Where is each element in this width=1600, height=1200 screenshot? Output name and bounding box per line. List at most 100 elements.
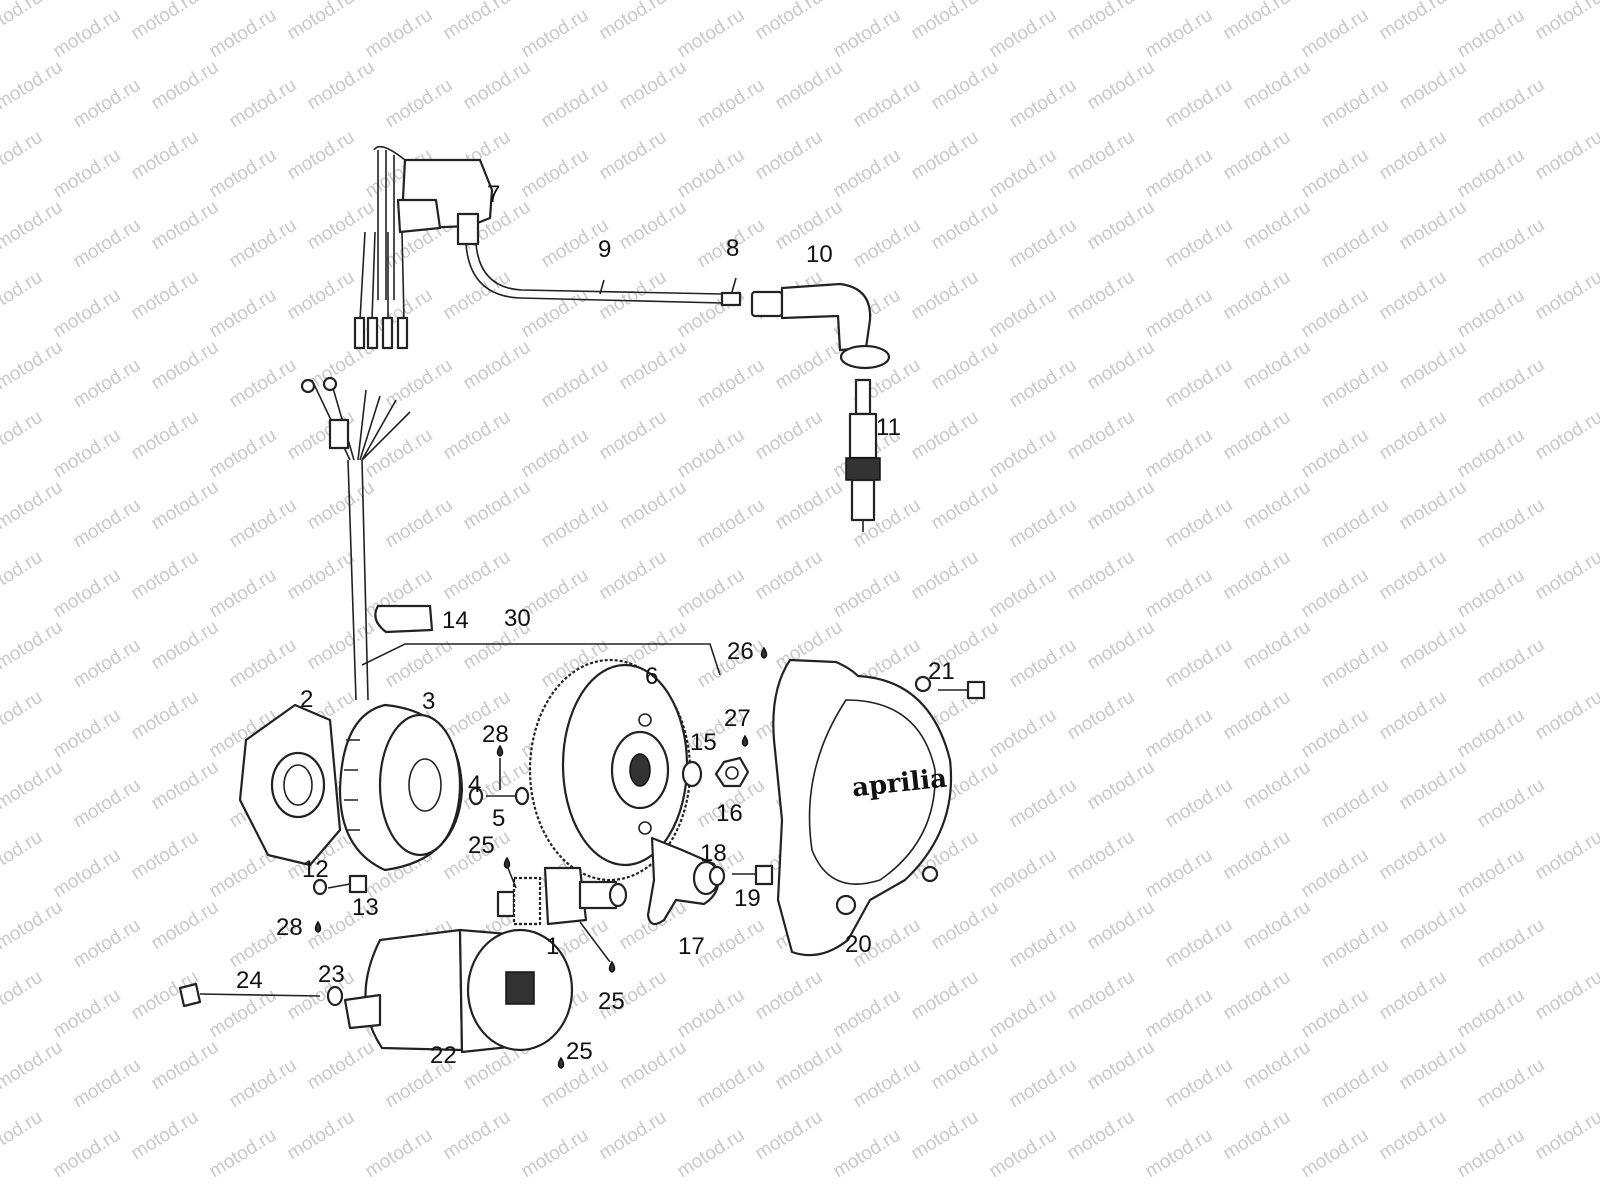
- bolt-21: [938, 680, 986, 700]
- watermark-tile: motod.ru: [1240, 337, 1315, 395]
- callout-26: 26: [727, 638, 754, 665]
- watermark-tile: motod.ru: [752, 1107, 827, 1165]
- watermark-tile: motod.ru: [0, 617, 66, 675]
- watermark-tile: motod.ru: [1474, 635, 1549, 693]
- watermark-tile: motod.ru: [1064, 827, 1139, 885]
- watermark-tile: motod.ru: [1396, 197, 1471, 255]
- watermark-tile: motod.ru: [148, 1037, 223, 1095]
- callout-6: 6: [645, 663, 658, 690]
- callout-13: 13: [352, 894, 379, 921]
- watermark-tile: motod.ru: [0, 1107, 46, 1165]
- watermark-tile: motod.ru: [284, 1107, 359, 1165]
- drop-25-top: [503, 856, 511, 869]
- watermark-tile: motod.ru: [830, 1125, 905, 1183]
- callout-20: 20: [845, 931, 872, 958]
- watermark-tile: motod.ru: [1240, 57, 1315, 115]
- watermark-tile: motod.ru: [440, 547, 515, 605]
- watermark-tile: motod.ru: [928, 337, 1003, 395]
- watermark-tile: motod.ru: [694, 355, 769, 413]
- watermark-tile: motod.ru: [1006, 775, 1081, 833]
- watermark-tile: motod.ru: [1240, 197, 1315, 255]
- watermark-tile: motod.ru: [1376, 547, 1451, 605]
- watermark-tile: motod.ru: [1142, 985, 1217, 1043]
- watermark-tile: motod.ru: [1532, 127, 1600, 185]
- watermark-tile: motod.ru: [616, 57, 691, 115]
- watermark-tile: motod.ru: [1532, 967, 1600, 1025]
- watermark-tile: motod.ru: [772, 477, 847, 535]
- watermark-tile: motod.ru: [70, 1055, 145, 1113]
- watermark-tile: motod.ru: [128, 547, 203, 605]
- watermark-tile: motod.ru: [850, 215, 925, 273]
- watermark-tile: motod.ru: [1240, 897, 1315, 955]
- watermark-tile: motod.ru: [1240, 477, 1315, 535]
- watermark-tile: motod.ru: [382, 495, 457, 553]
- watermark-tile: motod.ru: [1376, 267, 1451, 325]
- watermark-tile: motod.ru: [1474, 75, 1549, 133]
- watermark-tile: motod.ru: [206, 145, 281, 203]
- watermark-tile: motod.ru: [70, 775, 145, 833]
- bolt-5: [486, 786, 530, 806]
- watermark-tile: motod.ru: [206, 285, 281, 343]
- watermark-tile: motod.ru: [538, 495, 613, 553]
- watermark-tile: motod.ru: [674, 425, 749, 483]
- watermark-tile: motod.ru: [752, 0, 827, 44]
- watermark-tile: motod.ru: [596, 547, 671, 605]
- watermark-tile: motod.ru: [1532, 407, 1600, 465]
- callout-7: 7: [487, 181, 500, 208]
- watermark-tile: motod.ru: [1220, 127, 1295, 185]
- watermark-tile: motod.ru: [284, 0, 359, 44]
- watermark-tile: motod.ru: [284, 127, 359, 185]
- watermark-tile: motod.ru: [1142, 1125, 1217, 1183]
- watermark-tile: motod.ru: [1532, 827, 1600, 885]
- watermark-tile: motod.ru: [986, 845, 1061, 903]
- watermark-tile: motod.ru: [1220, 547, 1295, 605]
- watermark-tile: motod.ru: [1162, 495, 1237, 553]
- washer-15: [681, 760, 703, 788]
- stator-harness: [300, 376, 411, 701]
- watermark-tile: motod.ru: [1454, 985, 1529, 1043]
- watermark-tile: motod.ru: [304, 1037, 379, 1095]
- watermark-tile: motod.ru: [0, 127, 46, 185]
- watermark-tile: motod.ru: [1064, 0, 1139, 44]
- watermark-tile: motod.ru: [1396, 1037, 1471, 1095]
- watermark-tile: motod.ru: [1376, 687, 1451, 745]
- watermark-tile: motod.ru: [1298, 1125, 1373, 1183]
- watermark-tile: motod.ru: [0, 407, 46, 465]
- watermark-tile: motod.ru: [830, 565, 905, 623]
- starter-drive-gear: [496, 866, 628, 926]
- ignition-coil: [353, 145, 494, 350]
- watermark-tile: motod.ru: [460, 57, 535, 115]
- watermark-tile: motod.ru: [1298, 425, 1373, 483]
- watermark-tile: motod.ru: [1298, 285, 1373, 343]
- watermark-tile: motod.ru: [1454, 5, 1529, 63]
- watermark-tile: motod.ru: [0, 57, 66, 115]
- watermark-tile: motod.ru: [596, 0, 671, 44]
- watermark-tile: motod.ru: [908, 407, 983, 465]
- drop-27: [741, 734, 749, 747]
- watermark-tile: motod.ru: [596, 1107, 671, 1165]
- watermark-tile: motod.ru: [460, 337, 535, 395]
- watermark-tile: motod.ru: [616, 1037, 691, 1095]
- watermark-tile: motod.ru: [1240, 617, 1315, 675]
- watermark-tile: motod.ru: [440, 1107, 515, 1165]
- watermark-tile: motod.ru: [1162, 775, 1237, 833]
- watermark-tile: motod.ru: [616, 197, 691, 255]
- callout-8: 8: [726, 235, 739, 262]
- watermark-tile: motod.ru: [1376, 1107, 1451, 1165]
- watermark-tile: motod.ru: [928, 477, 1003, 535]
- group-bracket-30: [361, 643, 721, 676]
- watermark-tile: motod.ru: [1396, 57, 1471, 115]
- callout-30: 30: [504, 605, 531, 632]
- watermark-tile: motod.ru: [1006, 215, 1081, 273]
- watermark-tile: motod.ru: [0, 197, 66, 255]
- watermark-tile: motod.ru: [908, 267, 983, 325]
- watermark-tile: motod.ru: [1064, 407, 1139, 465]
- watermark-tile: motod.ru: [596, 127, 671, 185]
- watermark-tile: motod.ru: [518, 1125, 593, 1183]
- watermark-tile: motod.ru: [1318, 495, 1393, 553]
- watermark-tile: motod.ru: [50, 705, 125, 763]
- watermark-tile: motod.ru: [986, 565, 1061, 623]
- watermark-tile: motod.ru: [1376, 827, 1451, 885]
- watermark-tile: motod.ru: [1396, 757, 1471, 815]
- washer-12: [312, 878, 328, 896]
